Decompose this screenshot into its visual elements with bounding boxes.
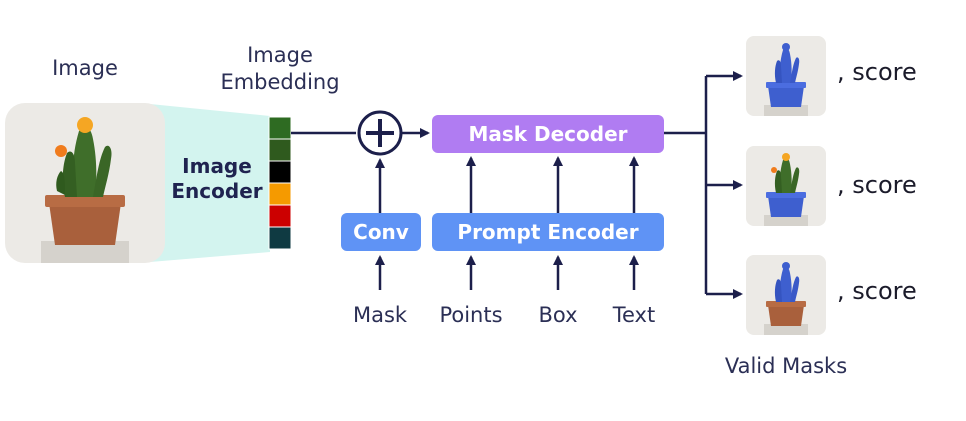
valid-mask-2 [746, 146, 826, 226]
embedding-cell [268, 226, 292, 250]
image-label: Image [52, 56, 118, 80]
embedding-cell [268, 116, 292, 140]
embedding-cell [268, 160, 292, 184]
image-encoder-label: Image Encoder [168, 154, 266, 204]
score-label-2: , score [837, 171, 917, 199]
embedding-label: Image Embedding [200, 42, 360, 96]
embedding-cell [268, 204, 292, 228]
valid-masks-label: Valid Masks [724, 354, 848, 378]
input-image [5, 103, 165, 263]
image-encoder-block [150, 104, 270, 262]
image-encoder-label-line1: Image [182, 154, 252, 178]
score-label-3: , score [837, 277, 917, 305]
mask-decoder-label: Mask Decoder [468, 122, 628, 146]
image-encoder-label-line2: Encoder [171, 179, 263, 203]
valid-mask-3 [746, 255, 826, 335]
embedding-label-line1: Image [247, 43, 313, 67]
conv-label: Conv [353, 220, 409, 244]
score-label-1: , score [837, 58, 917, 86]
valid-mask-1 [746, 36, 826, 116]
mask-decoder-box [432, 115, 664, 153]
points-input-label: Points [439, 303, 503, 327]
conv-box [341, 213, 421, 251]
prompt-encoder-box [432, 213, 664, 251]
plus-circle-icon [357, 110, 403, 156]
prompt-encoder-label: Prompt Encoder [457, 220, 639, 244]
box-input-label: Box [538, 303, 578, 327]
embedding-cell [268, 138, 292, 162]
text-input-label: Text [612, 303, 656, 327]
embedding-cell [268, 182, 292, 206]
embedding-label-line2: Embedding [220, 70, 340, 94]
mask-input-label: Mask [352, 303, 408, 327]
image-embedding-stack [268, 116, 292, 250]
